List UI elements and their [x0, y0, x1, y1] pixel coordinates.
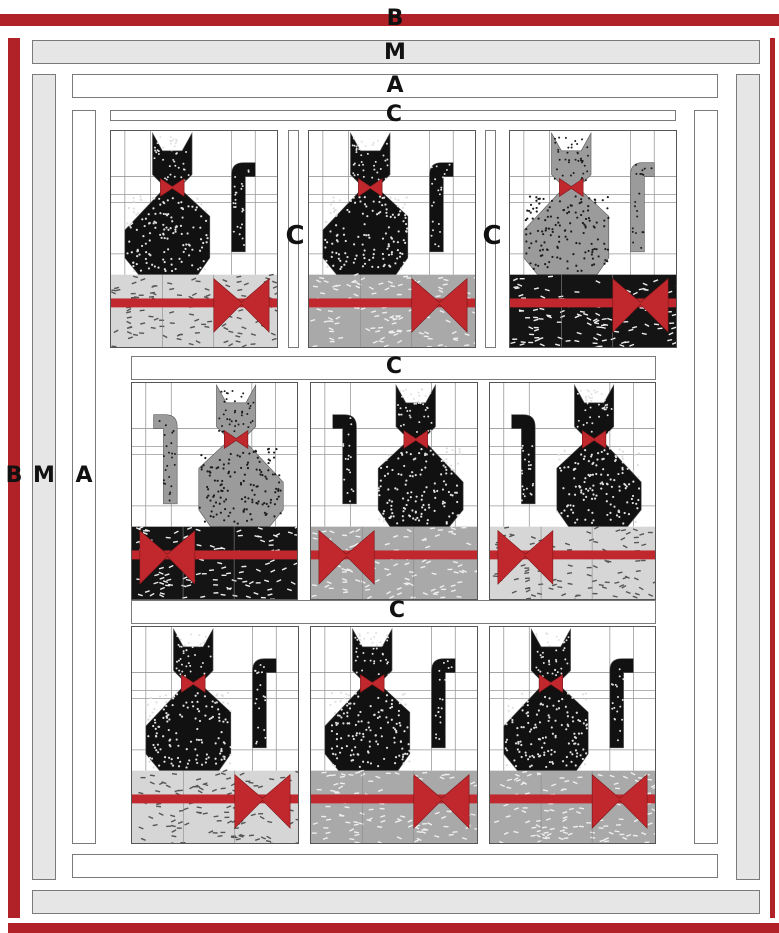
border-b-bottom — [8, 923, 779, 933]
border-m-right — [736, 74, 760, 880]
label-b-top: B — [387, 8, 404, 30]
cat-block-7 — [131, 626, 299, 844]
label-c-row-3: C — [389, 600, 405, 622]
label-c-vertical-1: C — [285, 223, 304, 249]
border-a-bottom — [72, 854, 718, 878]
cat-block-6-art — [490, 383, 655, 599]
cat-block-3-art — [510, 131, 676, 347]
border-a-right — [694, 110, 718, 844]
label-c-top: C — [386, 104, 402, 126]
label-c-vertical-2: C — [482, 223, 501, 249]
border-b-right — [770, 38, 775, 918]
cat-block-4 — [131, 382, 298, 600]
label-c-row-2: C — [386, 356, 402, 378]
cat-block-5 — [310, 382, 478, 600]
cat-block-6 — [489, 382, 656, 600]
label-a-top: A — [386, 75, 403, 97]
label-b-left: B — [6, 465, 23, 487]
cat-block-1-art — [111, 131, 277, 347]
cat-block-7-art — [132, 627, 298, 843]
label-a-left: A — [75, 465, 92, 487]
cat-block-8 — [310, 626, 478, 844]
cat-block-2-art — [309, 131, 475, 347]
border-m-bottom — [32, 890, 760, 914]
label-m-left: M — [33, 465, 55, 487]
cat-block-1 — [110, 130, 278, 348]
label-m-top: M — [384, 42, 406, 64]
cat-block-9-art — [490, 627, 655, 843]
cat-block-5-art — [311, 383, 477, 599]
cat-block-4-art — [132, 383, 297, 599]
cat-block-2 — [308, 130, 476, 348]
cat-block-8-art — [311, 627, 477, 843]
cat-block-3 — [509, 130, 677, 348]
cat-block-9 — [489, 626, 656, 844]
